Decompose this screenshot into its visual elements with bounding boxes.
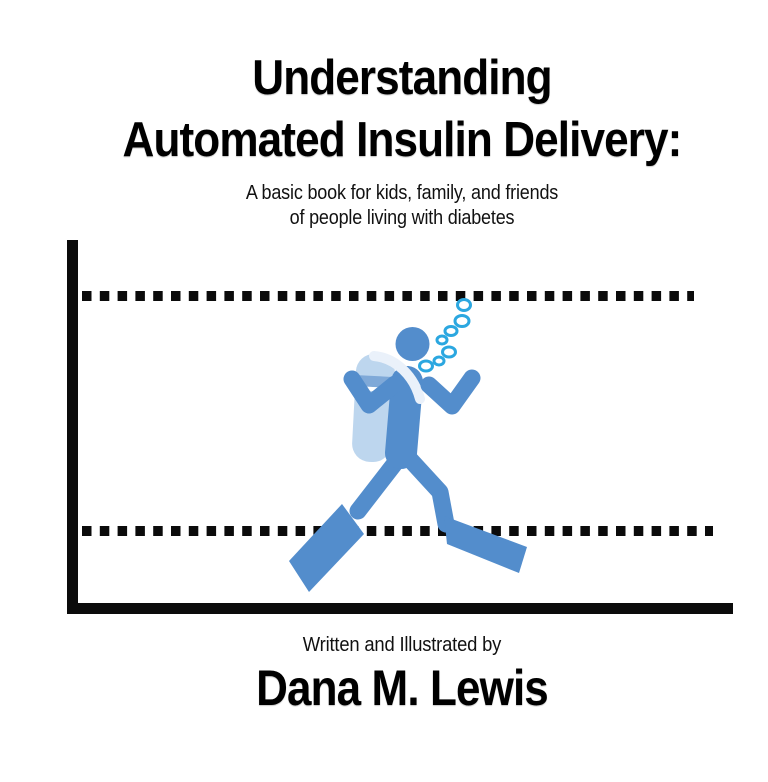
- air-bubble: [443, 325, 459, 337]
- subtitle: A basic book for kids, family, and frien…: [73, 181, 732, 230]
- diver-right-arm: [420, 369, 481, 415]
- air-bubble: [456, 298, 472, 312]
- y-axis: [67, 240, 78, 614]
- air-bubbles: [418, 298, 472, 373]
- air-bubble: [453, 314, 471, 328]
- diver-left-arm: [343, 370, 404, 414]
- diver-left-fin: [289, 504, 364, 592]
- diver-torso: [385, 366, 423, 469]
- diver-air-hose: [369, 351, 425, 404]
- air-bubble: [432, 355, 446, 367]
- x-axis: [67, 603, 733, 614]
- diver-illustration: [289, 298, 527, 592]
- air-bubble: [435, 334, 449, 346]
- diver-right-fin: [444, 516, 527, 573]
- diver-left-leg: [349, 449, 408, 520]
- diver-right-leg: [397, 446, 455, 533]
- air-bubble: [418, 359, 434, 373]
- subtitle-line-2: of people living with diabetes: [289, 206, 515, 229]
- byline-label: Written and Illustrated by: [302, 634, 502, 656]
- title-line-2: Automated Insulin Delivery:: [122, 113, 683, 167]
- diver-head: [395, 327, 430, 361]
- author-name: Dana M. Lewis: [256, 660, 549, 716]
- air-bubble: [441, 345, 457, 359]
- subtitle-line-1: A basic book for kids, family, and frien…: [245, 182, 559, 204]
- title-line-1: Understanding: [252, 51, 552, 105]
